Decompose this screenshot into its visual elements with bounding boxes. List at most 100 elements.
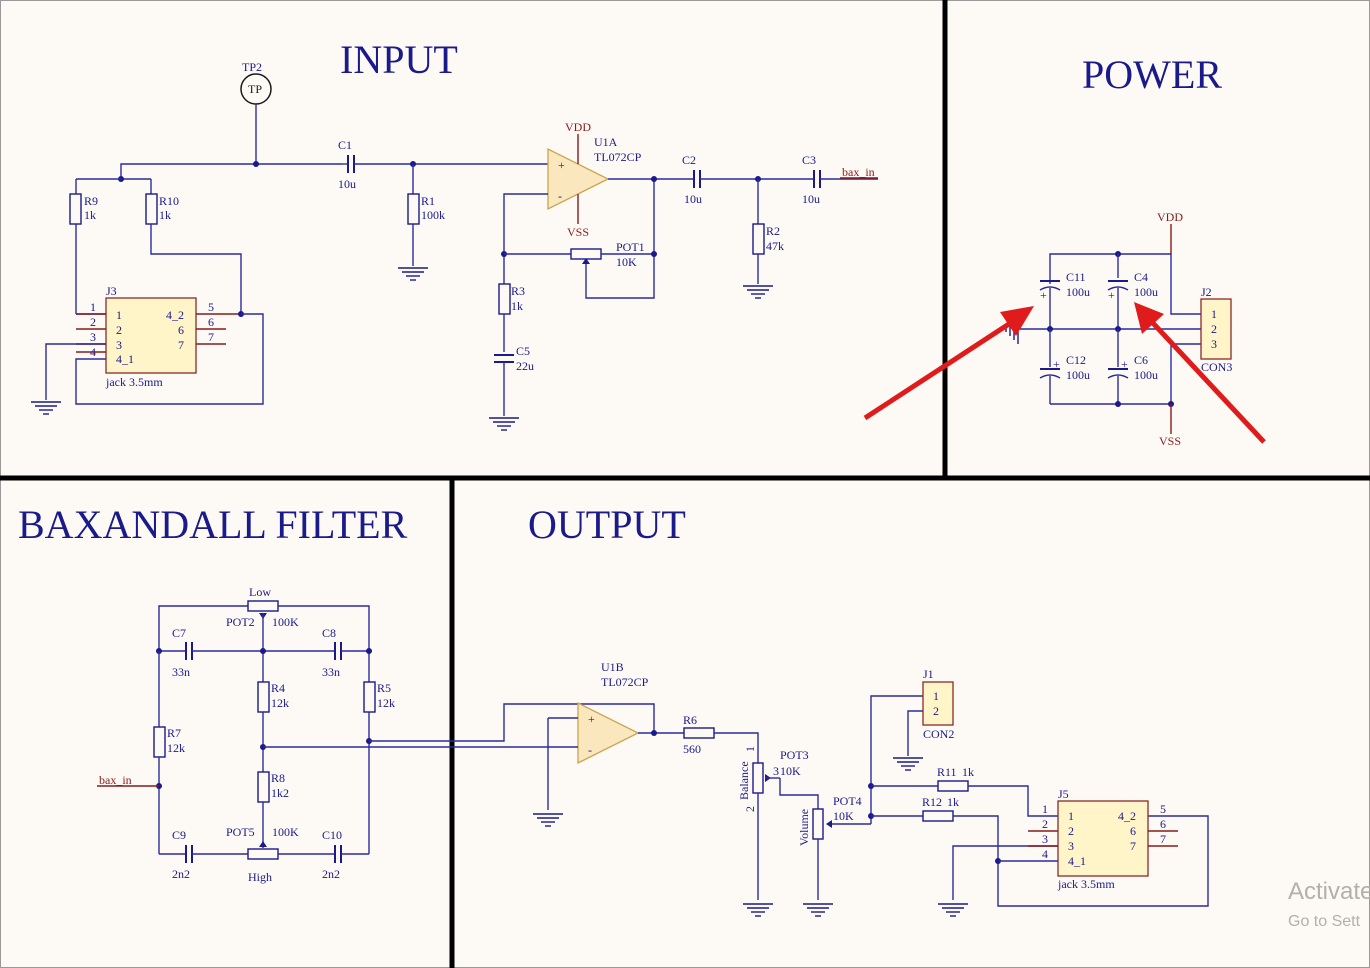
resistor-r7[interactable]	[153, 726, 166, 758]
potentiometer-pot3-balance[interactable]	[752, 762, 764, 794]
input-section: TP2 TP C1 10u R1 100k R9 1k	[30, 60, 878, 431]
j3-pin-1: 1	[90, 300, 96, 314]
r8-designator: R8	[271, 771, 285, 785]
c11-designator: C11	[1066, 270, 1086, 284]
pot5-value: 100K	[272, 825, 299, 839]
connector-j5-jack[interactable]	[1057, 800, 1149, 877]
c8-designator: C8	[322, 626, 336, 640]
resistor-r2[interactable]	[752, 223, 765, 255]
arrow-to-c11	[863, 319, 1014, 421]
power-vdd-label: VDD	[1157, 210, 1183, 224]
c2-value: 10u	[684, 192, 702, 206]
svg-text:4: 4	[1042, 847, 1048, 861]
pot3-pin-3: 3	[773, 764, 779, 778]
r1-value: 100k	[421, 208, 445, 222]
svg-text:1: 1	[116, 308, 122, 322]
svg-text:3: 3	[1211, 337, 1217, 351]
c9-value: 2n2	[172, 867, 190, 881]
svg-text:6: 6	[1160, 817, 1166, 831]
svg-text:1: 1	[1211, 307, 1217, 321]
r7-designator: R7	[167, 726, 181, 740]
pot3-balance-label: Balance	[737, 761, 751, 800]
u1a-vss-label: VSS	[567, 225, 589, 239]
potentiometer-pot1[interactable]	[570, 248, 602, 260]
c7-value: 33n	[172, 665, 190, 679]
svg-text:4_1: 4_1	[1068, 854, 1086, 868]
r3-value: 1k	[511, 299, 523, 313]
u1a-designator: U1A	[594, 135, 618, 149]
c1-value: 10u	[338, 177, 356, 191]
tp2-symbol-label: TP	[248, 82, 262, 96]
c6-designator: C6	[1134, 353, 1148, 367]
svg-text:7: 7	[1130, 839, 1136, 853]
resistor-r9[interactable]	[69, 193, 82, 225]
j1-designator: J1	[923, 667, 934, 681]
svg-text:3: 3	[1068, 839, 1074, 853]
r12-value: 1k	[947, 795, 959, 809]
c8-value: 33n	[322, 665, 340, 679]
pot3-value: 10K	[780, 764, 801, 778]
c7-designator: C7	[172, 626, 186, 640]
svg-text:7: 7	[1160, 832, 1166, 846]
j3-pin-6: 6	[208, 315, 214, 329]
resistor-r4[interactable]	[257, 681, 270, 713]
resistor-r11[interactable]	[937, 780, 969, 792]
svg-text:1: 1	[933, 689, 939, 703]
j2-designator: J2	[1201, 285, 1212, 299]
j2-part: CON3	[1201, 360, 1232, 374]
resistor-r3[interactable]	[498, 283, 511, 315]
potentiometer-pot5-high[interactable]	[247, 848, 279, 860]
net-label-bax-in: bax_in	[99, 773, 132, 787]
svg-text:2: 2	[1068, 824, 1074, 838]
svg-text:2: 2	[1211, 322, 1217, 336]
u1a-vdd-label: VDD	[565, 120, 591, 134]
r11-designator: R11	[937, 765, 957, 779]
power-section: VDD + C11 100u + C4 100u + C12 100u	[1005, 210, 1232, 448]
resistor-r5[interactable]	[363, 681, 376, 713]
pot2-designator: POT2	[226, 615, 255, 629]
r7-value: 12k	[167, 741, 185, 755]
c5-designator: C5	[516, 344, 530, 358]
r4-designator: R4	[271, 681, 285, 695]
c2-designator: C2	[682, 153, 696, 167]
svg-text:+: +	[1121, 357, 1128, 371]
net-label-bax-in-out: bax_in	[842, 165, 875, 179]
resistor-r8[interactable]	[257, 771, 270, 803]
resistor-r6[interactable]	[683, 727, 715, 739]
resistor-r12[interactable]	[922, 810, 954, 822]
j3-pin-5: 5	[208, 300, 214, 314]
r9-value: 1k	[84, 208, 96, 222]
j3-part: jack 3.5mm	[105, 375, 163, 389]
potentiometer-pot2-low[interactable]	[247, 600, 279, 612]
pot4-volume-label: Volume	[797, 809, 811, 846]
connector-j3-jack[interactable]	[105, 297, 197, 374]
j3-pin-4: 4	[90, 345, 96, 359]
r2-designator: R2	[766, 224, 780, 238]
u1a-part: TL072CP	[594, 150, 642, 164]
c5-value: 22u	[516, 359, 534, 373]
r10-value: 1k	[159, 208, 171, 222]
opamp-u1b[interactable]	[577, 701, 640, 765]
resistor-r1[interactable]	[407, 193, 420, 225]
r11-value: 1k	[962, 765, 974, 779]
svg-text:+: +	[558, 158, 565, 172]
pot1-designator: POT1	[616, 240, 645, 254]
r6-designator: R6	[683, 713, 697, 727]
pot5-designator: POT5	[226, 825, 255, 839]
j5-designator: J5	[1058, 787, 1069, 801]
c4-designator: C4	[1134, 270, 1148, 284]
connector-j2[interactable]	[1200, 298, 1232, 360]
svg-text:1: 1	[743, 746, 757, 752]
connector-j1[interactable]	[922, 681, 954, 726]
svg-text:2: 2	[1042, 817, 1048, 831]
section-title-baxandall: BAXANDALL FILTER	[18, 502, 408, 547]
svg-text:+: +	[1040, 288, 1047, 302]
potentiometer-pot4-volume[interactable]	[812, 808, 824, 840]
r5-value: 12k	[377, 696, 395, 710]
resistor-r10[interactable]	[145, 193, 158, 225]
svg-text:3: 3	[116, 338, 122, 352]
pot1-value: 10K	[616, 255, 637, 269]
j3-pin-7: 7	[208, 330, 214, 344]
section-title-output: OUTPUT	[528, 502, 686, 547]
